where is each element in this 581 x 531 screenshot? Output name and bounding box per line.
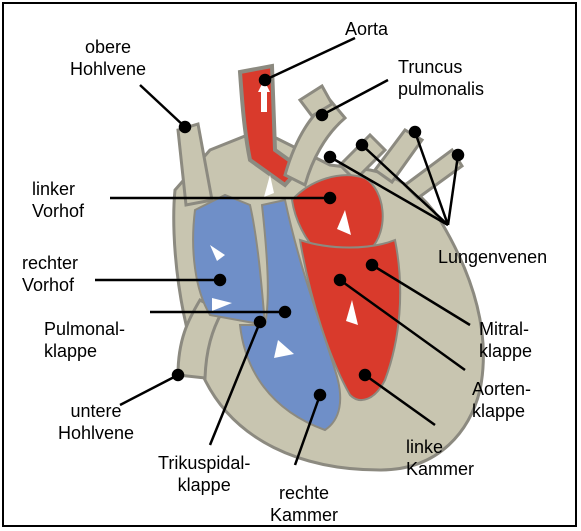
label-untere-hohlvene: untere Hohlvene [58, 400, 134, 444]
label-truncus-line1: Truncus [398, 56, 484, 78]
label-aorta: Aorta [345, 18, 388, 40]
label-mitralklappe: Mitral- klappe [479, 318, 532, 362]
label-aorten-line2: klappe [472, 400, 531, 422]
label-untere-line2: Hohlvene [58, 422, 134, 444]
label-obere-line2: Hohlvene [70, 58, 146, 80]
label-linke-kammer: linke Kammer [406, 436, 474, 480]
label-linke-kammer-line2: Kammer [406, 458, 474, 480]
label-truncus-pulmonalis: Truncus pulmonalis [398, 56, 484, 100]
label-untere-line1: untere [58, 400, 134, 422]
label-rechter-vorhof: rechter Vorhof [22, 252, 78, 296]
label-trikuspidalklappe: Trikuspidal- klappe [158, 452, 250, 496]
label-linker-vorhof-line1: linker [32, 178, 84, 200]
label-aorta-text: Aorta [345, 18, 388, 40]
label-obere-line1: obere [70, 36, 146, 58]
label-lungenvenen-text: Lungenvenen [438, 246, 547, 268]
label-pulmonal-line2: klappe [44, 340, 125, 362]
label-linker-vorhof: linker Vorhof [32, 178, 84, 222]
label-truncus-line2: pulmonalis [398, 78, 484, 100]
label-pulmonalklappe: Pulmonal- klappe [44, 318, 125, 362]
label-rechte-kammer-line1: rechte [270, 482, 338, 504]
label-aorten-line1: Aorten- [472, 378, 531, 400]
label-linke-kammer-line1: linke [406, 436, 474, 458]
label-linker-vorhof-line2: Vorhof [32, 200, 84, 222]
label-pulmonal-line1: Pulmonal- [44, 318, 125, 340]
label-rechter-vorhof-line1: rechter [22, 252, 78, 274]
label-mitral-line2: klappe [479, 340, 532, 362]
label-trikuspidal-line2: klappe [158, 474, 250, 496]
label-rechte-kammer: rechte Kammer [270, 482, 338, 526]
label-obere-hohlvene: obere Hohlvene [70, 36, 146, 80]
label-rechter-vorhof-line2: Vorhof [22, 274, 78, 296]
label-aortenklappe: Aorten- klappe [472, 378, 531, 422]
label-trikuspidal-line1: Trikuspidal- [158, 452, 250, 474]
label-lungenvenen: Lungenvenen [438, 246, 547, 268]
label-rechte-kammer-line2: Kammer [270, 504, 338, 526]
label-mitral-line1: Mitral- [479, 318, 532, 340]
